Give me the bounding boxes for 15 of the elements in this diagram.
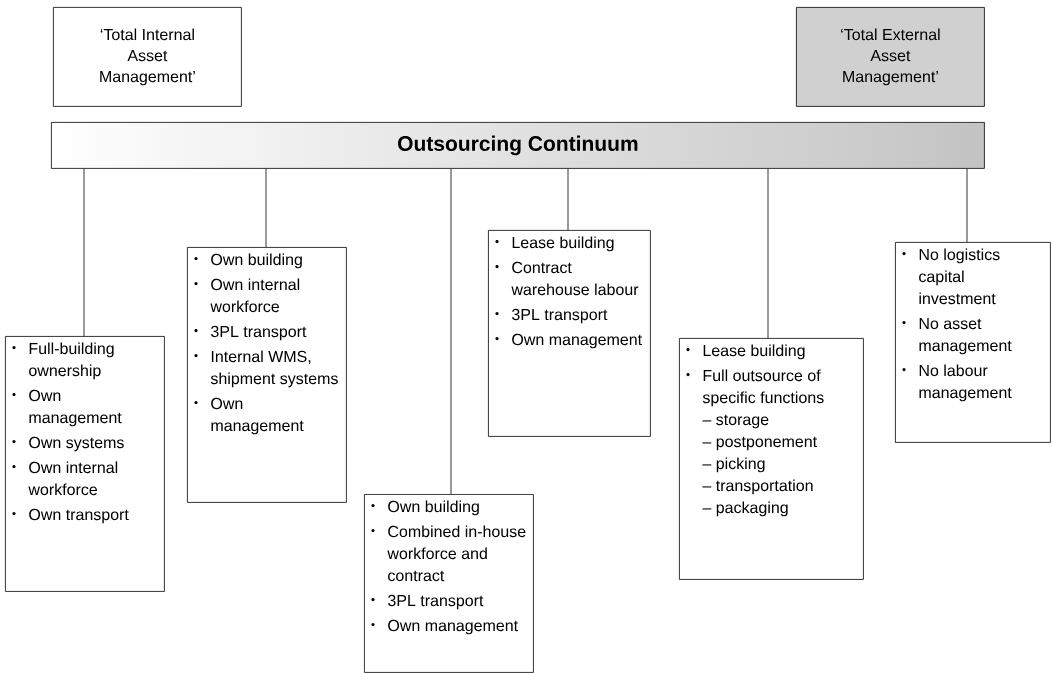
list-box: Own building Combined in-house workforce and contract 3PL transport Own management bbox=[364, 494, 534, 673]
heading-box: ‘Total Internal Asset Management’ bbox=[53, 7, 242, 107]
connector-line bbox=[265, 168, 267, 248]
continuum-bar: Outsourcing Continuum bbox=[51, 122, 985, 169]
list-box: No logistics capital investment No asset management No labour management bbox=[895, 242, 1051, 443]
list-box: Lease building Contract warehouse labour 3PL transport Own management bbox=[488, 230, 651, 437]
list-box: Lease building Full outsource of specific functions – storage – postponement – picking – transportation – packaging bbox=[679, 338, 864, 580]
list-box: Own building Own internal workforce 3PL transport Internal WMS, shipment systems Own management bbox=[187, 247, 347, 503]
connector-line bbox=[966, 168, 968, 243]
list-box: Full-building ownership Own management Own systems Own internal workforce Own transport bbox=[5, 336, 165, 592]
connector-line bbox=[767, 168, 769, 339]
connector-line bbox=[83, 168, 85, 337]
heading-box: ‘Total External Asset Management’ bbox=[796, 7, 985, 107]
connector-line bbox=[567, 168, 569, 231]
connector-line bbox=[450, 168, 452, 495]
